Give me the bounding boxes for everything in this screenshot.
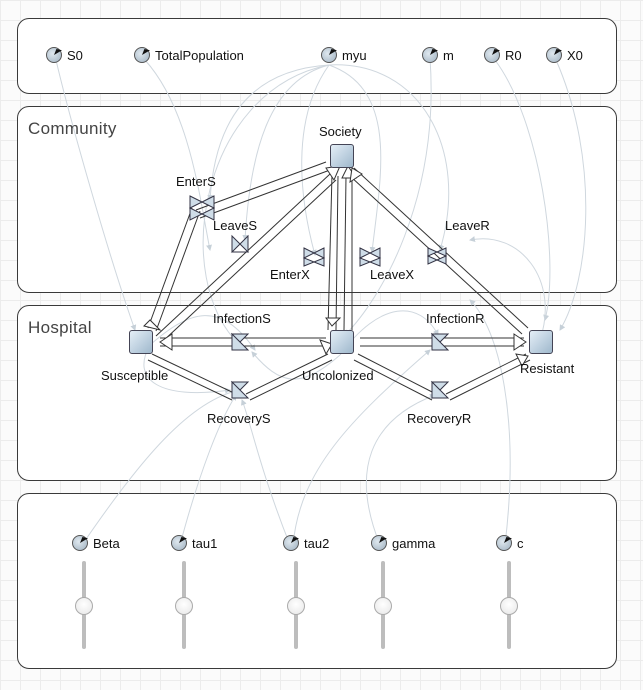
stock-resistant[interactable] <box>529 330 553 354</box>
sliders-panel <box>17 493 617 669</box>
hospital-panel-title: Hospital <box>28 318 92 337</box>
variable-gauge-icon <box>496 535 512 551</box>
hospital-panel <box>17 305 617 481</box>
flow-leave-s-label: LeaveS <box>213 218 258 233</box>
valve-leave-s <box>230 234 250 253</box>
stock-society-label: Society <box>319 124 362 139</box>
flow-enter-x-label: EnterX <box>270 267 310 282</box>
stock-susceptible[interactable] <box>129 330 153 354</box>
valve-recovery-s <box>230 380 250 399</box>
stock-resistant-label: Resistant <box>520 361 575 376</box>
valve-recovery-r <box>430 380 450 399</box>
param-m[interactable]: m <box>422 47 454 63</box>
variable-gauge-icon <box>72 535 88 551</box>
valve-leave-x <box>358 247 382 267</box>
influence-links <box>55 57 587 546</box>
param-x0[interactable]: X0 <box>546 47 583 63</box>
variable-gauge-icon <box>46 47 62 63</box>
flow-leave-x-label: LeaveX <box>370 267 415 282</box>
stock-susceptible-label: Susceptible <box>101 368 169 383</box>
param-label: myu <box>342 47 367 63</box>
flow-infection-r-label: InfectionR <box>426 311 485 326</box>
flow-enter-s-label: EnterS <box>176 174 216 189</box>
valve-leave-r <box>426 247 448 265</box>
stock-society[interactable] <box>330 144 354 168</box>
flow-recovery-s-label: RecoveryS <box>207 411 271 426</box>
flow-pipes <box>147 161 531 401</box>
slider-label: Beta <box>93 535 120 551</box>
slider-gamma-knob[interactable] <box>374 597 392 615</box>
slider-label: tau2 <box>304 535 330 551</box>
variable-gauge-icon <box>134 47 150 63</box>
flow-leave-r-label: LeaveR <box>445 218 490 233</box>
valve-enter-x <box>302 247 326 267</box>
slider-label: gamma <box>392 535 436 551</box>
variable-gauge-icon <box>546 47 562 63</box>
param-label: m <box>443 47 454 63</box>
valve-infection-r <box>430 332 450 351</box>
flow-infection-s-label: InfectionS <box>213 311 271 326</box>
variable-gauge-icon <box>484 47 500 63</box>
param-total-population[interactable]: TotalPopulation <box>134 47 244 63</box>
param-s0[interactable]: S0 <box>46 47 83 63</box>
slider-tau1-header[interactable]: tau1 <box>171 535 217 551</box>
slider-c-knob[interactable] <box>500 597 518 615</box>
slider-gamma-header[interactable]: gamma <box>371 535 435 551</box>
param-label: X0 <box>567 47 583 63</box>
slider-tau2-knob[interactable] <box>287 597 305 615</box>
slider-tau2-header[interactable]: tau2 <box>283 535 329 551</box>
variable-gauge-icon <box>283 535 299 551</box>
slider-label: c <box>517 535 524 551</box>
param-label: R0 <box>505 47 522 63</box>
slider-c-header[interactable]: c <box>496 535 524 551</box>
slider-beta-knob[interactable] <box>75 597 93 615</box>
slider-label: tau1 <box>192 535 218 551</box>
flow-valves <box>188 195 450 399</box>
valve-enter-s <box>188 195 216 221</box>
param-r0[interactable]: R0 <box>484 47 522 63</box>
flow-arrowheads <box>143 165 529 368</box>
community-panel-title: Community <box>28 119 117 138</box>
param-myu[interactable]: myu <box>321 47 367 63</box>
slider-beta-header[interactable]: Beta <box>72 535 120 551</box>
param-label: S0 <box>67 47 83 63</box>
stock-uncolonized[interactable] <box>330 330 354 354</box>
slider-tau1-knob[interactable] <box>175 597 193 615</box>
variable-gauge-icon <box>321 47 337 63</box>
param-label: TotalPopulation <box>155 47 244 63</box>
variable-gauge-icon <box>171 535 187 551</box>
variable-gauge-icon <box>422 47 438 63</box>
variable-gauge-icon <box>371 535 387 551</box>
parameters-panel <box>17 18 617 94</box>
flow-recovery-r-label: RecoveryR <box>407 411 472 426</box>
valve-infection-s <box>230 332 250 351</box>
stock-uncolonized-label: Uncolonized <box>302 368 374 383</box>
